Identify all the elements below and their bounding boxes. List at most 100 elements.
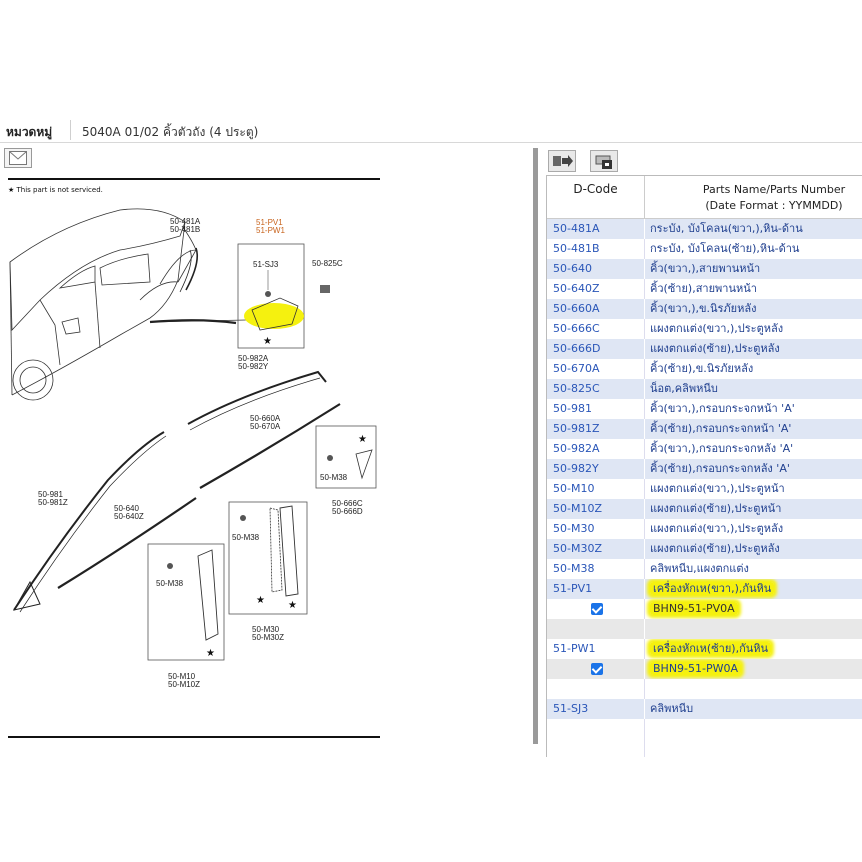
table-row-spacer — [547, 679, 862, 699]
table-row[interactable]: 50-640 คิ้ว(ขวา,),สายพานหน้า — [547, 259, 862, 279]
breadcrumb-category[interactable]: หมวดหมู่ — [6, 125, 53, 139]
row-part-name[interactable]: แผงตกแต่ง(ซ้าย),ประตูหลัง — [650, 542, 780, 555]
table-row-51-pw1[interactable]: 51-PW1 เครื่องหักเห(ซ้าย),กันหิน — [547, 639, 862, 659]
row-part-name[interactable]: แผงตกแต่ง(ขวา,),ประตูหน้า — [650, 482, 785, 495]
row-dcode — [547, 719, 645, 757]
row-part-name[interactable]: เครื่องหักเห(ขวา,),กันหิน — [645, 579, 862, 599]
table-row[interactable]: 50-982Y คิ้ว(ซ้าย),กรอบกระจกหลัง 'A' — [547, 459, 862, 479]
row-dcode[interactable]: 50-825C — [547, 379, 645, 399]
select-checkbox[interactable] — [591, 663, 603, 675]
inset-rear-door-garnish — [228, 501, 308, 615]
row-checkbox-cell — [547, 599, 645, 619]
table-row[interactable]: 50-666D แผงตกแต่ง(ซ้าย),ประตูหลัง — [547, 339, 862, 359]
row-dcode[interactable]: 50-M10Z — [547, 499, 645, 519]
row-part-name[interactable]: คลิพหนีบ — [650, 702, 694, 715]
label-50-982y: 50-982Y — [238, 362, 269, 371]
table-row-51-sj3[interactable]: 51-SJ3 คลิพหนีบ — [547, 699, 862, 719]
breadcrumb-path: 5040A 01/02 คิ้วตัวถัง (4 ประตู) — [82, 125, 259, 139]
row-dcode[interactable]: 50-481B — [547, 239, 645, 259]
row-dcode[interactable]: 50-981 — [547, 399, 645, 419]
row-part-name[interactable]: คิ้ว(ซ้าย),สายพานหน้า — [650, 282, 757, 295]
table-row[interactable]: 50-660A คิ้ว(ขวา,),ข.นิรภัยหลัง — [547, 299, 862, 319]
table-row[interactable]: 50-981Z คิ้ว(ซ้าย),กรอบกระจกหน้า 'A' — [547, 419, 862, 439]
row-part-number[interactable]: BHN9-51-PV0A — [645, 599, 862, 619]
table-row[interactable]: 50-M38 คลิพหนีบ,แผงตกแต่ง — [547, 559, 862, 579]
table-row[interactable]: 50-M10 แผงตกแต่ง(ขวา,),ประตูหน้า — [547, 479, 862, 499]
row-part-name[interactable]: กระบัง, บังโคลน(ขวา,),หิน-ด้าน — [650, 222, 803, 235]
table-row-spacer — [547, 619, 862, 639]
table-body: 50-481A กระบัง, บังโคลน(ขวา,),หิน-ด้าน 50… — [547, 219, 862, 757]
table-row-51-pv1[interactable]: 51-PV1 เครื่องหักเห(ขวา,),กันหิน — [547, 579, 862, 599]
highlighted-part-name: เครื่องหักเห(ซ้าย),กันหิน — [650, 642, 772, 655]
inset-deflector — [237, 243, 305, 349]
row-dcode[interactable]: 50-M38 — [547, 559, 645, 579]
row-dcode[interactable]: 50-481A — [547, 219, 645, 239]
row-dcode[interactable]: 50-660A — [547, 299, 645, 319]
row-dcode[interactable]: 50-M30 — [547, 519, 645, 539]
row-dcode[interactable]: 51-PV1 — [547, 579, 645, 599]
table-row[interactable]: 50-981 คิ้ว(ขวา,),กรอบกระจกหน้า 'A' — [547, 399, 862, 419]
row-part-name[interactable]: แผงตกแต่ง(ซ้าย),ประตูหลัง — [650, 342, 780, 355]
row-part-name[interactable]: คลิพหนีบ,แผงตกแต่ง — [650, 562, 749, 575]
table-row[interactable]: 50-666C แผงตกแต่ง(ขวา,),ประตูหลัง — [547, 319, 862, 339]
table-row[interactable]: 50-825C น็อต,คลิพหนีบ — [547, 379, 862, 399]
row-part-name — [645, 679, 862, 699]
row-part-name[interactable]: คิ้ว(ซ้าย),ข.นิรภัยหลัง — [650, 362, 754, 375]
star-icon: ★ — [256, 595, 265, 606]
row-part-name[interactable]: คิ้ว(ขวา,),ข.นิรภัยหลัง — [650, 302, 757, 315]
row-dcode[interactable]: 51-SJ3 — [547, 699, 645, 719]
column-dcode[interactable]: D-Code — [547, 176, 645, 218]
row-part-name[interactable]: เครื่องหักเห(ซ้าย),กันหิน — [645, 639, 862, 659]
row-part-name[interactable]: คิ้ว(ขวา,),กรอบกระจกหน้า 'A' — [650, 402, 795, 415]
column-parts-name[interactable]: Parts Name/Parts Number (Date Format : Y… — [645, 176, 862, 218]
row-dcode[interactable]: 50-666D — [547, 339, 645, 359]
row-dcode[interactable]: 50-982Y — [547, 459, 645, 479]
row-part-name[interactable]: คิ้ว(ขวา,),สายพานหน้า — [650, 262, 761, 275]
row-part-number[interactable]: BHN9-51-PW0A — [645, 659, 862, 679]
table-row[interactable]: 50-M10Z แผงตกแต่ง(ซ้าย),ประตูหน้า — [547, 499, 862, 519]
row-dcode[interactable]: 50-M30Z — [547, 539, 645, 559]
parts-diagram-frame — [8, 178, 380, 738]
table-row[interactable]: 50-640Z คิ้ว(ซ้าย),สายพานหน้า — [547, 279, 862, 299]
select-checkbox[interactable] — [591, 603, 603, 615]
table-row[interactable]: 50-982A คิ้ว(ขวา,),กรอบกระจกหลัง 'A' — [547, 439, 862, 459]
table-row-part-number[interactable]: BHN9-51-PW0A — [547, 659, 862, 679]
label-50-825c: 50-825C — [312, 259, 343, 268]
label-50-m38-b: 50-M38 — [232, 533, 260, 542]
label-50-m10: 50-M10 — [168, 672, 196, 681]
email-button[interactable] — [4, 148, 32, 168]
row-dcode[interactable]: 50-M10 — [547, 479, 645, 499]
export-button[interactable] — [548, 150, 576, 172]
row-part-name[interactable]: คิ้ว(ซ้าย),กรอบกระจกหน้า 'A' — [650, 422, 792, 435]
clip-icon — [240, 515, 246, 521]
row-part-name[interactable]: กระบัง, บังโคลน(ซ้าย),หิน-ด้าน — [650, 242, 800, 255]
not-serviced-note: ★ This part is not serviced. — [8, 186, 103, 194]
rear-window-trim — [187, 370, 327, 425]
row-dcode[interactable]: 50-981Z — [547, 419, 645, 439]
row-part-name[interactable]: แผงตกแต่ง(ขวา,),ประตูหลัง — [650, 522, 784, 535]
row-dcode[interactable]: 50-640Z — [547, 279, 645, 299]
row-part-name[interactable]: คิ้ว(ซ้าย),กรอบกระจกหลัง 'A' — [650, 462, 790, 475]
highlight-mark — [244, 303, 304, 329]
row-dcode[interactable]: 50-670A — [547, 359, 645, 379]
clip-icon — [327, 455, 333, 461]
star-icon: ★ — [206, 648, 215, 659]
row-part-name[interactable]: แผงตกแต่ง(ซ้าย),ประตูหน้า — [650, 502, 782, 515]
row-part-name[interactable]: แผงตกแต่ง(ขวา,),ประตูหลัง — [650, 322, 784, 335]
table-row[interactable]: 50-481B กระบัง, บังโคลน(ซ้าย),หิน-ด้าน — [547, 239, 862, 259]
table-row-part-number[interactable]: BHN9-51-PV0A — [547, 599, 862, 619]
table-header: D-Code Parts Name/Parts Number (Date For… — [547, 176, 862, 219]
table-row[interactable]: 50-481A กระบัง, บังโคลน(ขวา,),หิน-ด้าน — [547, 219, 862, 239]
table-row[interactable]: 50-670A คิ้ว(ซ้าย),ข.นิรภัยหลัง — [547, 359, 862, 379]
row-dcode[interactable]: 51-PW1 — [547, 639, 645, 659]
row-dcode[interactable]: 50-640 — [547, 259, 645, 279]
row-dcode[interactable]: 50-666C — [547, 319, 645, 339]
row-dcode[interactable]: 50-982A — [547, 439, 645, 459]
panel-splitter[interactable] — [533, 148, 538, 744]
row-part-name[interactable]: น็อต,คลิพหนีบ — [650, 382, 718, 395]
print-button[interactable] — [590, 150, 618, 172]
parts-diagram: 50-481A 50-481B 51-PV1 51-PW1 51-SJ3 ★ 5… — [9, 208, 377, 689]
table-row[interactable]: 50-M30 แผงตกแต่ง(ขวา,),ประตูหลัง — [547, 519, 862, 539]
table-row[interactable]: 50-M30Z แผงตกแต่ง(ซ้าย),ประตูหลัง — [547, 539, 862, 559]
row-part-name[interactable]: คิ้ว(ขวา,),กรอบกระจกหลัง 'A' — [650, 442, 794, 455]
